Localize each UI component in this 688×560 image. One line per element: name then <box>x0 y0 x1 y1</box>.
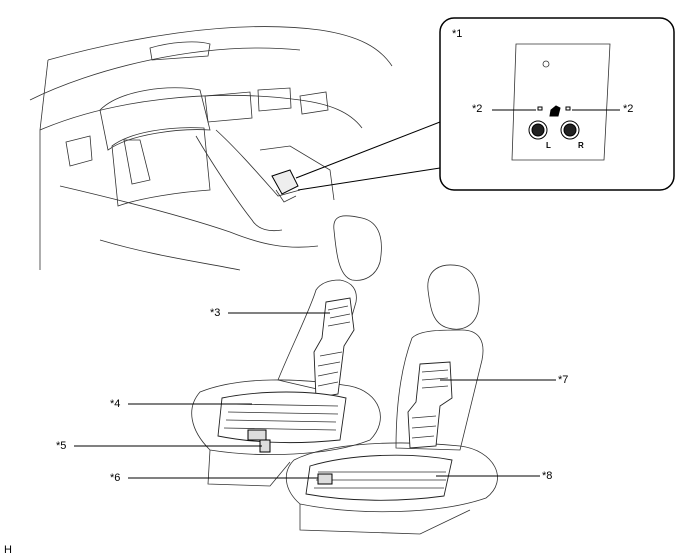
callout-3-label: *3 <box>210 307 221 319</box>
callout-leader-lines <box>74 312 556 479</box>
corner-mark: H <box>4 544 12 556</box>
left-seat <box>191 215 382 487</box>
inset-box <box>439 17 675 191</box>
callout-6-label: *6 <box>110 472 121 484</box>
callout-8-label: *8 <box>542 470 553 482</box>
callout-4-label: *4 <box>110 398 121 410</box>
callout-5-label: *5 <box>56 440 67 452</box>
dashboard-illustration <box>29 26 393 271</box>
right-seat <box>286 264 498 535</box>
dial-left-letter: L <box>546 141 551 150</box>
callout-7-label: *7 <box>558 374 569 386</box>
zoom-leader-lines <box>295 121 441 191</box>
callout-2-right-label: *2 <box>623 103 634 115</box>
callout-2-left-label: *2 <box>472 103 483 115</box>
dial-right-letter: R <box>578 141 584 150</box>
callout-1-label: *1 <box>452 28 463 40</box>
